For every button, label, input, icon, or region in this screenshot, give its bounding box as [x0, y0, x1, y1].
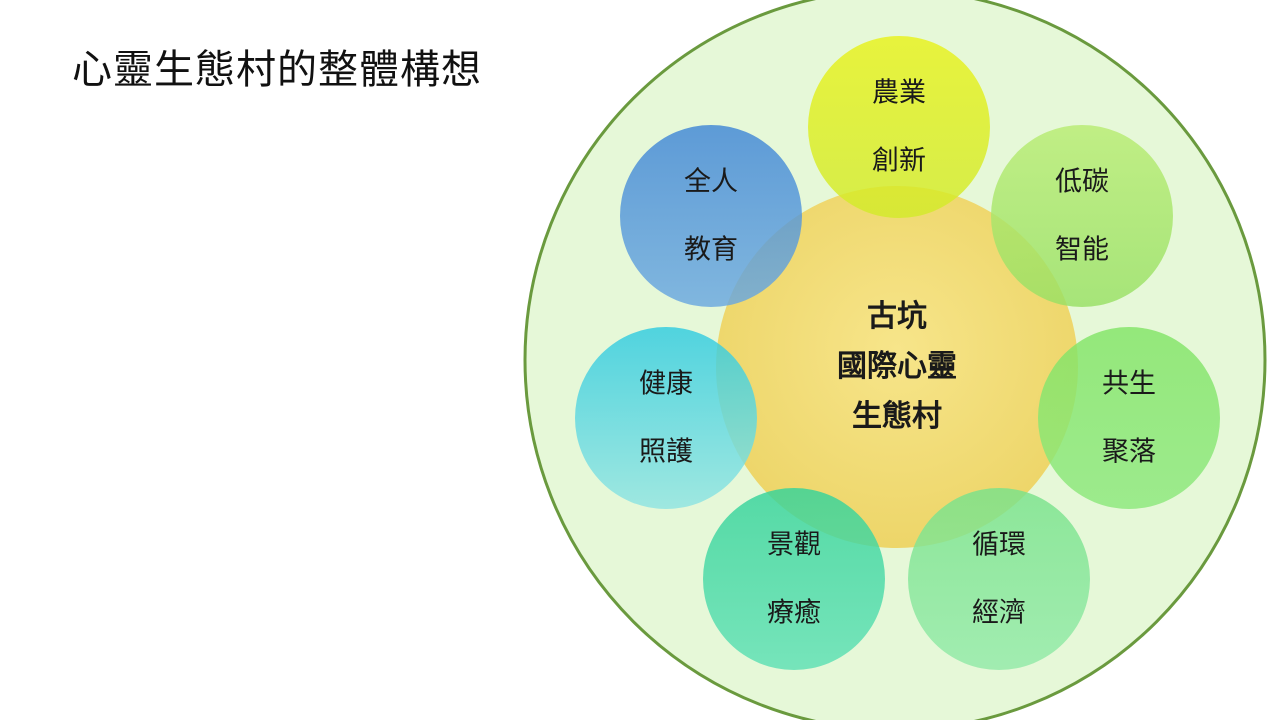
- node-label-landscape-1: 景觀: [767, 530, 821, 561]
- center-label-line-1: 古坑: [867, 299, 927, 334]
- node-circle-circular: [908, 488, 1090, 670]
- center-label: 古坑 國際心靈 生態村: [837, 299, 957, 434]
- node-label-agriculture-1: 農業: [872, 78, 926, 109]
- node-label-landscape-2: 療癒: [767, 598, 821, 629]
- node-label-health-1: 健康: [639, 369, 693, 400]
- node-circle-lowcarbon: [991, 125, 1173, 307]
- node-label-circular-2: 經濟: [972, 598, 1026, 629]
- node-circle-symbiosis: [1038, 327, 1220, 509]
- node-circle-health: [575, 327, 757, 509]
- node-circle-education: [620, 125, 802, 307]
- node-label-education-2: 教育: [684, 235, 738, 266]
- node-label-symbiosis-2: 聚落: [1102, 437, 1156, 468]
- node-label-lowcarbon-2: 智能: [1055, 235, 1109, 266]
- node-label-circular-1: 循環: [972, 530, 1026, 561]
- center-label-line-3: 生態村: [852, 399, 942, 434]
- node-label-health-2: 照護: [639, 437, 693, 468]
- node-label-education-1: 全人: [684, 167, 738, 198]
- center-label-line-2: 國際心靈: [837, 349, 957, 384]
- center-circle: [716, 186, 1078, 548]
- node-label-lowcarbon-1: 低碳: [1055, 167, 1109, 198]
- node-circle-landscape: [703, 488, 885, 670]
- node-circle-agriculture: [808, 36, 990, 218]
- node-label-symbiosis-1: 共生: [1102, 369, 1156, 400]
- slide-title: 心靈生態村的整體構想: [72, 47, 482, 93]
- node-label-agriculture-2: 創新: [872, 146, 926, 177]
